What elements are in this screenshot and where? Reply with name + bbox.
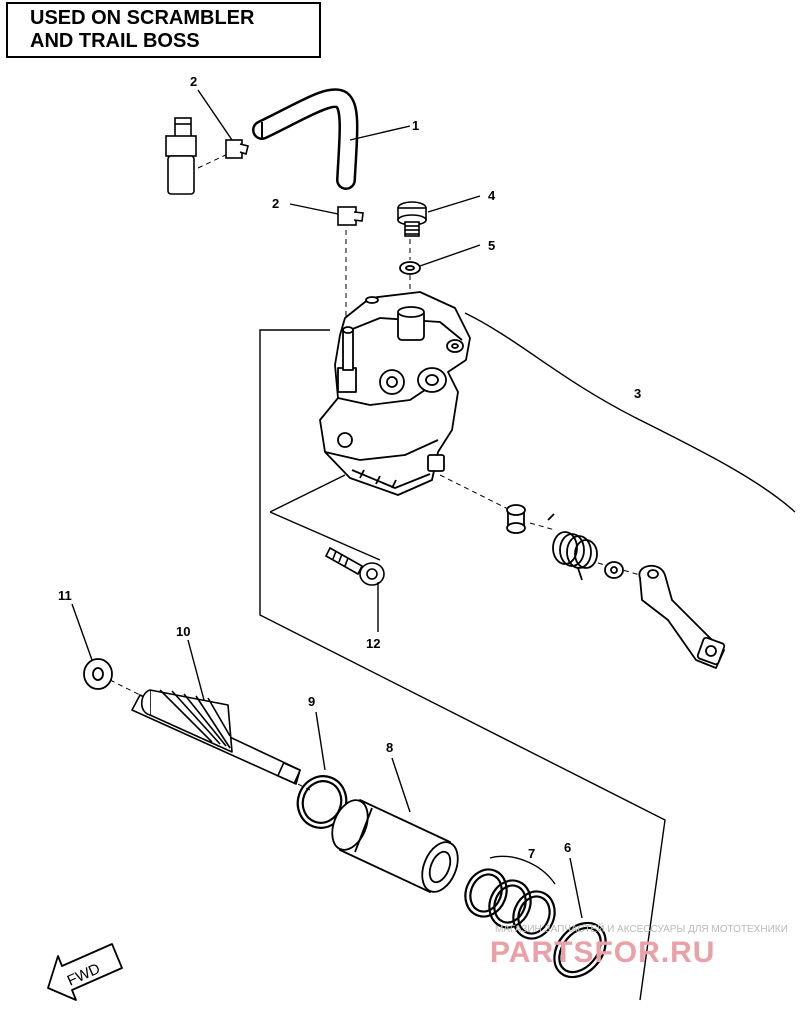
part-4-bleed-screw xyxy=(397,201,427,237)
assembly-outline xyxy=(259,312,796,1001)
part-11-shim-washer xyxy=(83,658,113,690)
watermark-tagline: МАГАЗИН ЗАПЧАСТЕЙ И АКСЕССУАРЫ ДЛЯ МОТОТ… xyxy=(495,922,788,935)
callout-8: 8 xyxy=(386,740,393,755)
control-shaft-collar xyxy=(506,504,526,534)
callout-2-lower: 2 xyxy=(272,196,279,211)
forward-direction-arrow: FWD xyxy=(47,943,123,1001)
callout-4: 4 xyxy=(488,188,496,203)
usage-note: USED ON SCRAMBLER AND TRAIL BOSS xyxy=(6,2,321,58)
part-8-pump-sleeve xyxy=(331,799,459,893)
callout-9: 9 xyxy=(308,694,315,709)
part-5-washer xyxy=(399,261,421,275)
part-3-oil-pump-body xyxy=(319,291,471,496)
callout-5: 5 xyxy=(488,238,495,253)
callout-1: 1 xyxy=(412,118,419,133)
callout-3: 3 xyxy=(634,386,641,401)
callout-7: 7 xyxy=(528,846,535,861)
usage-note-line-2: AND TRAIL BOSS xyxy=(30,30,200,52)
part-6-o-ring xyxy=(553,921,607,979)
usage-note-line-1: USED ON SCRAMBLER xyxy=(30,7,255,29)
part-2-hose-clamp-upper xyxy=(225,139,249,159)
part-12-mounting-bolt xyxy=(324,546,385,586)
site-watermark: МАГАЗИН ЗАПЧАСТЕЙ И АКСЕССУАРЫ ДЛЯ МОТОТ… xyxy=(490,922,788,969)
callout-6: 6 xyxy=(564,840,571,855)
callout-2-upper: 2 xyxy=(190,74,197,89)
part-10-drive-gear-shaft xyxy=(131,689,301,785)
lever-washer xyxy=(604,561,624,579)
part-1-hose xyxy=(252,88,359,190)
return-spring xyxy=(547,513,598,581)
control-lever xyxy=(638,565,726,669)
callout-12: 12 xyxy=(366,636,380,651)
part-7-o-ring-set xyxy=(464,855,556,940)
callout-numbers: 2 1 2 4 5 3 11 10 12 9 8 7 6 xyxy=(58,74,641,861)
callout-leaders xyxy=(71,89,583,919)
callout-10: 10 xyxy=(176,624,190,639)
callout-11: 11 xyxy=(58,588,72,603)
tank-fitting xyxy=(165,117,197,195)
part-2-hose-clamp-lower xyxy=(337,206,364,226)
watermark-logo: PARTSFOR.RU xyxy=(490,936,715,969)
